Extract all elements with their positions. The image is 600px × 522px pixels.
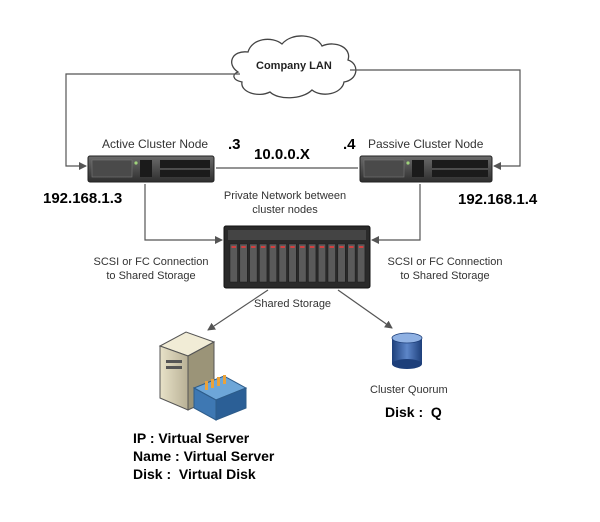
left-connection-label: SCSI or FC Connection to Shared Storage	[84, 255, 218, 283]
drive-bay	[317, 243, 326, 283]
private-subnet-label: 10.0.0.X	[254, 146, 310, 163]
virtual-server-ip: IP : Virtual Server	[133, 430, 250, 446]
private-network-line2: cluster nodes	[252, 204, 318, 216]
drive-bay-led	[329, 246, 334, 248]
company-lan-cloud-icon	[231, 35, 357, 99]
right-connection-label: SCSI or FC Connection to Shared Storage	[378, 255, 512, 283]
drive-bay-led	[349, 246, 354, 248]
cluster-quorum-label: Cluster Quorum	[370, 384, 448, 396]
drive-bay-led	[231, 246, 236, 248]
passive-node-ip: 192.168.1.4	[458, 191, 538, 208]
active-node-suffix: .3	[228, 136, 241, 153]
drive-bay	[259, 243, 268, 283]
storage-to-quorum-link	[337, 289, 393, 329]
left-connection-line2: to Shared Storage	[106, 270, 196, 282]
active-node-server-icon	[87, 155, 215, 183]
drive-bay-led	[290, 246, 295, 248]
drive-bay	[249, 243, 258, 283]
drive-bay	[308, 243, 317, 283]
drive-bay-led	[319, 246, 325, 248]
drive-bay	[288, 243, 297, 283]
drive-bay-led	[260, 246, 266, 248]
private-network-line1: Private Network between	[223, 190, 347, 202]
storage-to-virtual-server-link	[207, 289, 269, 331]
drive-bay	[298, 243, 307, 283]
drive-bay-led	[241, 246, 246, 248]
left-connection-line1: SCSI or FC Connection	[93, 256, 209, 268]
drive-bay	[239, 243, 248, 283]
lan-link-passive	[350, 69, 521, 170]
drive-bay-led	[280, 246, 285, 248]
virtual-server-disk: Disk : Virtual Disk	[133, 466, 256, 482]
drive-bay	[278, 243, 287, 283]
drive-bay-led	[270, 246, 276, 248]
active-node-ip: 192.168.1.3	[43, 190, 123, 207]
drive-bay	[337, 243, 346, 283]
passive-node-suffix: .4	[343, 136, 356, 153]
drive-bay-led	[309, 246, 315, 248]
drive-bay-led	[339, 246, 344, 248]
virtual-server-icon	[158, 331, 248, 421]
storage-link-active	[144, 184, 223, 244]
virtual-server-name: Name : Virtual Server	[133, 448, 275, 464]
cluster-quorum-disk-icon	[391, 332, 423, 369]
storage-link-passive	[371, 184, 421, 244]
quorum-disk-label: Disk : Q	[385, 404, 442, 420]
drive-bay-led	[300, 246, 305, 248]
passive-node-title: Passive Cluster Node	[368, 137, 484, 151]
right-connection-line2: to Shared Storage	[400, 270, 490, 282]
drive-bay	[268, 243, 277, 283]
company-lan-label: Company LAN	[256, 60, 332, 72]
passive-node-server-icon	[359, 155, 493, 183]
drive-bay	[327, 243, 336, 283]
drive-bay	[229, 243, 238, 283]
active-node-title: Active Cluster Node	[102, 137, 209, 151]
private-network-label: Private Network between cluster nodes	[205, 189, 365, 217]
lan-link-active	[65, 73, 240, 170]
drive-bay-led	[251, 246, 256, 248]
shared-storage-array-icon	[223, 225, 371, 289]
right-connection-line1: SCSI or FC Connection	[387, 256, 503, 268]
virtual-server-details: IP : Virtual Server Name : Virtual Serve…	[133, 429, 274, 483]
drive-bay-led	[358, 246, 364, 248]
shared-storage-label: Shared Storage	[254, 298, 332, 310]
drive-bay	[347, 243, 356, 283]
drive-bay	[357, 243, 366, 283]
